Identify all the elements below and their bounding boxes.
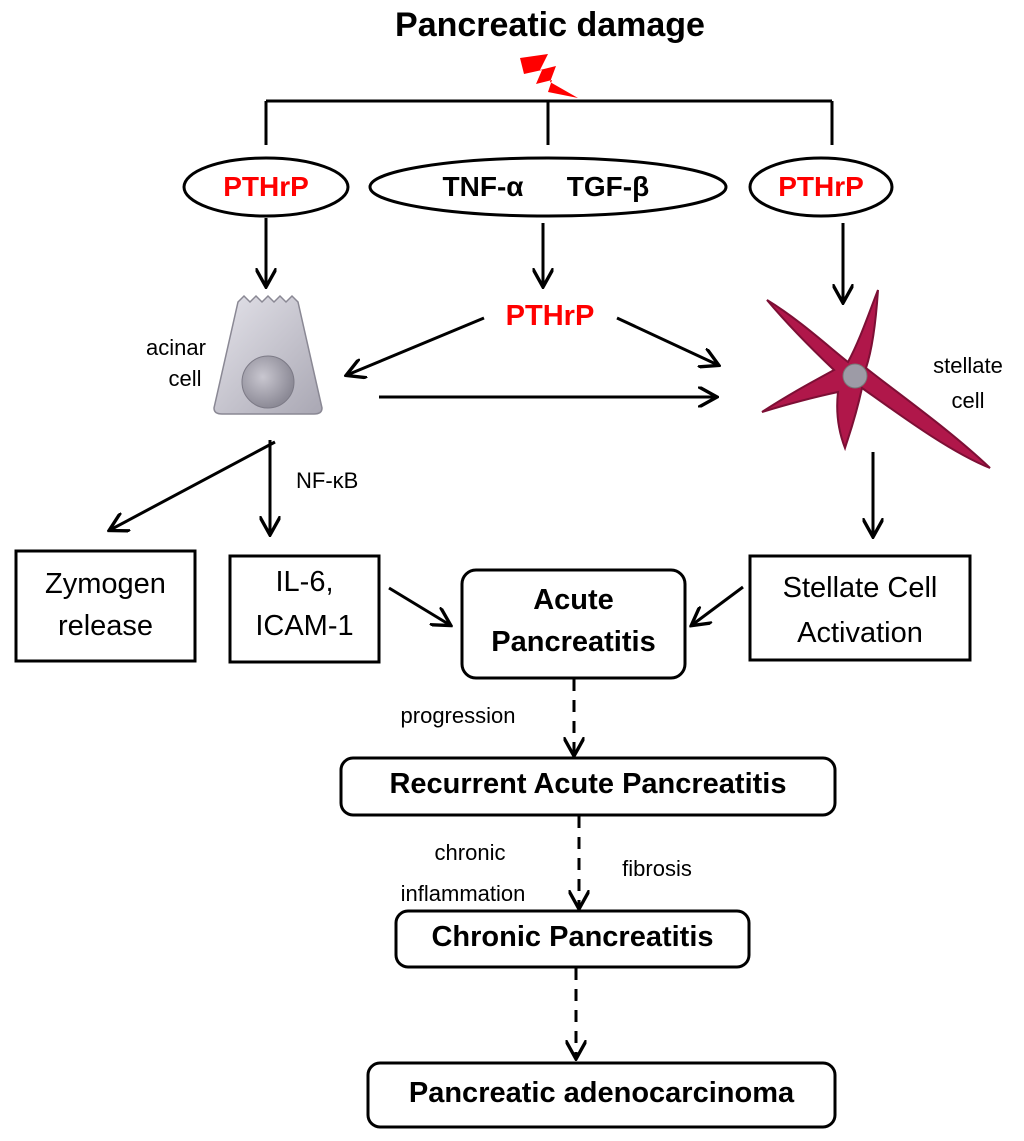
il6-label-1: IL-6, — [275, 566, 334, 598]
tgf-beta-label: TGF-β — [566, 171, 650, 202]
stellate-activation-label-2: Activation — [797, 617, 923, 649]
arrow-acinar-to-zymogen — [110, 440, 276, 530]
stellate-activation-box — [748, 554, 972, 662]
il6-box — [228, 554, 381, 664]
acute-box — [460, 568, 687, 680]
inflammation-label: inflammation — [400, 881, 526, 906]
acute-label-1: Acute — [533, 584, 614, 616]
pthrp-right-label: PTHrP — [778, 171, 864, 202]
cytokine-oval — [368, 156, 728, 218]
arrow-pthrp-to-acinar-cell — [347, 316, 485, 375]
arrow-il6-to-acute — [388, 586, 450, 625]
stellate-activation-label-1: Stellate Cell — [782, 572, 938, 604]
pthrp-left-oval — [182, 156, 350, 218]
stellate-cell-label-2: cell — [951, 388, 985, 413]
chronic-box — [394, 909, 751, 969]
recurrent-box — [339, 756, 837, 817]
acute-label-2: Pancreatitis — [491, 626, 656, 658]
adenocarcinoma-box — [366, 1061, 837, 1129]
acinar-cell-label-2: cell — [168, 366, 202, 391]
recurrent-label: Recurrent Acute Pancreatitis — [389, 768, 787, 800]
zymogen-box — [14, 549, 197, 663]
nfkb-label: NF-κB — [296, 468, 359, 493]
fibrosis-label: fibrosis — [622, 856, 692, 881]
arrow-pthrp-to-stellate-cell — [616, 316, 718, 365]
pthrp-center-label: PTHrP — [505, 300, 595, 332]
pthrp-right-oval — [748, 156, 894, 218]
zymogen-label-2: release — [57, 610, 154, 642]
stellate-cell-label-1: stellate — [933, 353, 1003, 378]
adenocarcinoma-label: Pancreatic adenocarcinoma — [408, 1077, 795, 1109]
progression-label: progression — [400, 703, 516, 728]
arrow-activation-to-acute — [692, 585, 744, 625]
pthrp-left-label: PTHrP — [223, 171, 309, 202]
acinar-cell-icon — [213, 294, 323, 415]
chronic-pancreatitis-label: Chronic Pancreatitis — [431, 921, 714, 953]
stellate-cell-icon — [761, 289, 991, 469]
il6-label-2: ICAM-1 — [255, 610, 354, 642]
page-title: Pancreatic damage — [395, 6, 705, 44]
acinar-cell-label-1: acinar — [146, 335, 206, 360]
tnf-alpha-label: TNF-α — [442, 171, 524, 202]
top-bracket — [264, 99, 834, 145]
zymogen-label-1: Zymogen — [45, 568, 166, 600]
lightning-bolt-icon — [520, 54, 578, 98]
chronic-label: chronic — [434, 840, 506, 865]
